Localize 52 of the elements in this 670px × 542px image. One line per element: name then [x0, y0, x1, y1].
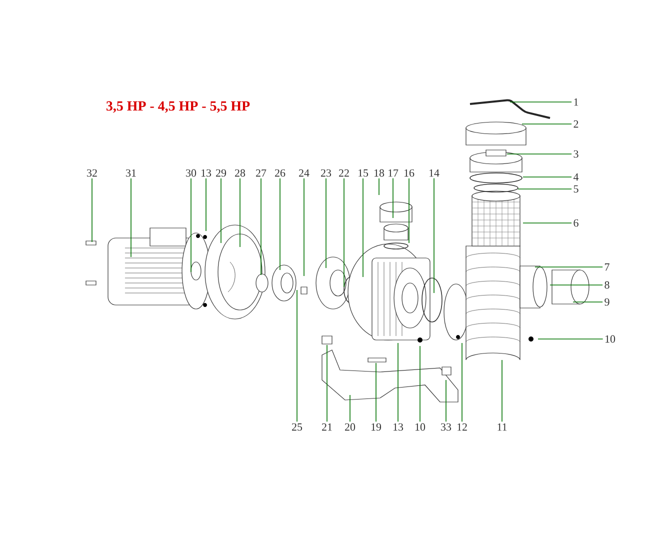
- leader-line: [392, 178, 394, 218]
- leader-line: [190, 178, 192, 272]
- leader-line: [296, 290, 298, 422]
- callout-number: 8: [604, 281, 610, 289]
- leader-line: [260, 178, 262, 276]
- callout-number: 28: [235, 169, 246, 177]
- callout-number: 11: [498, 423, 507, 431]
- callout-number: 6: [574, 219, 578, 227]
- leader-line: [538, 338, 604, 340]
- callout-number: 13: [394, 423, 404, 431]
- callout-number: 3: [574, 150, 578, 158]
- leader-line: [522, 176, 572, 178]
- callout-number: 2: [574, 120, 578, 128]
- callout-number: 25: [292, 423, 302, 431]
- leader-line: [130, 178, 132, 258]
- callout-number: 16: [404, 169, 414, 177]
- leader-line: [378, 178, 380, 196]
- callout-number: 19: [372, 423, 382, 431]
- callout-number: 30: [186, 169, 196, 177]
- callout-number: 4: [573, 173, 579, 181]
- callout-number: 12: [458, 423, 467, 431]
- leader-line: [550, 284, 603, 286]
- callout-number: 7: [604, 263, 610, 271]
- callout-number: 17: [388, 169, 398, 177]
- callout-number: 33: [441, 423, 452, 431]
- callout-number: 22: [339, 169, 349, 177]
- leader-line: [362, 178, 364, 278]
- callout-number: 32: [87, 169, 97, 177]
- callout-number: 26: [275, 169, 286, 177]
- callout-number: 29: [216, 169, 226, 177]
- leader-line: [522, 222, 572, 224]
- callout-number: 18: [374, 169, 384, 177]
- callout-number: 31: [126, 169, 136, 177]
- callout-number: 23: [321, 169, 332, 177]
- callout-number: 24: [299, 169, 310, 177]
- leader-line: [220, 178, 222, 244]
- callout-number: 10: [606, 335, 616, 343]
- callout-number: 15: [358, 169, 368, 177]
- callout-number: 1: [574, 98, 578, 106]
- leader-line: [408, 178, 410, 244]
- callout-number: 27: [256, 169, 266, 177]
- leader-line: [534, 266, 603, 268]
- leader-line: [326, 344, 328, 422]
- callout-number: 14: [430, 169, 440, 177]
- callout-number: 13: [202, 169, 212, 177]
- title: 3,5 HP - 4,5 HP - 5,5 HP: [106, 101, 250, 113]
- callout-number: 5: [574, 185, 578, 193]
- callout-number: 20: [345, 423, 356, 431]
- leader-line: [518, 188, 572, 190]
- callout-number: 21: [322, 423, 332, 431]
- callout-number: 9: [604, 298, 610, 306]
- callout-number: 10: [416, 423, 426, 431]
